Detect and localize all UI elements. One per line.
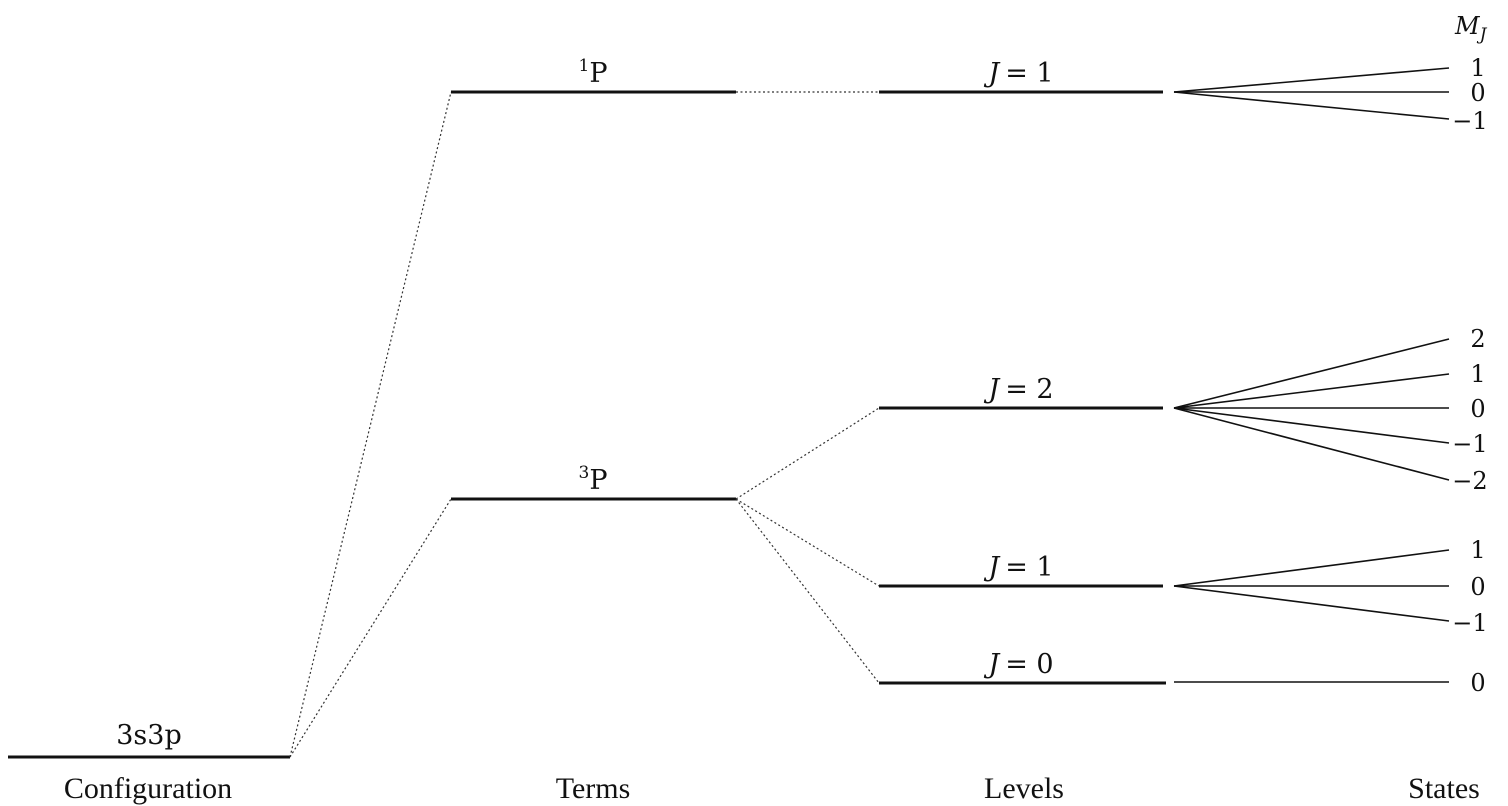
level-triplet-j0-symbol: J [983,649,1001,680]
state-label-triplet-j2-zero: 0 [1470,395,1485,423]
state-line-singlet-j1-minus1 [1173,91,1450,120]
level-singlet-j1-relation: = 1 [1005,58,1053,89]
configuration-label: 3s3p [116,720,182,751]
state-line-triplet-j1-plus1 [1173,549,1450,587]
column-label-configuration: Configuration [64,772,232,805]
state-label-triplet-j1-plus1: 1 [1470,536,1485,564]
states-header-mj: MJ [1454,12,1488,45]
column-label-levels: Levels [984,772,1064,805]
state-line-triplet-j1-minus1 [1173,585,1450,622]
state-line-triplet-j2-plus2 [1173,338,1450,409]
states-header-subscript: J [1477,25,1488,45]
term-1P-label: 1P [579,56,608,89]
state-label-singlet-j1-zero: 0 [1470,79,1485,107]
connector-config-to-3P [289,498,452,758]
term-3P-multiplicity: 3 [579,463,590,483]
term-3P-letter: P [589,465,607,496]
level-triplet-j0-label: J= 0 [983,649,1053,680]
states-header-symbol: M [1454,12,1481,40]
connector-3P-to-J2 [735,407,880,500]
state-label-triplet-j2-minus1: −1 [1452,430,1487,458]
state-label-triplet-j1-minus1: −1 [1452,609,1487,637]
state-label-triplet-j0-zero: 0 [1470,669,1485,697]
term-1P-multiplicity: 1 [579,56,590,76]
state-line-triplet-j2-minus1 [1173,407,1450,444]
level-triplet-j1-relation: = 1 [1005,552,1053,583]
column-label-terms: Terms [556,772,631,805]
state-label-triplet-j1-zero: 0 [1470,573,1485,601]
connector-3P-to-J0 [735,498,880,684]
state-line-singlet-j1-plus1 [1173,67,1450,93]
level-singlet-j1-label: J= 1 [983,58,1053,89]
state-label-triplet-j2-minus2: −2 [1452,467,1487,495]
state-line-triplet-j2-plus1 [1173,373,1450,409]
state-line-triplet-j2-minus2 [1173,407,1450,481]
level-triplet-j2-symbol: J [983,374,1001,405]
level-triplet-j2-relation: = 2 [1005,374,1053,405]
column-label-states: States [1408,772,1480,805]
state-label-singlet-j1-minus1: −1 [1452,107,1487,135]
term-1P-letter: P [589,58,607,89]
level-triplet-j0-relation: = 0 [1005,649,1053,680]
state-label-triplet-j2-plus1: 1 [1470,360,1485,388]
level-triplet-j2-label: J= 2 [983,374,1053,405]
connector-config-to-1P [289,91,452,758]
level-triplet-j1-label: J= 1 [983,552,1053,583]
state-label-triplet-j2-plus2: 2 [1470,325,1485,353]
state-label-singlet-j1-plus1: 1 [1470,54,1485,82]
level-singlet-j1-symbol: J [983,58,1001,89]
term-3P-label: 3P [579,463,608,496]
level-triplet-j1-symbol: J [983,552,1001,583]
connector-3P-to-J1 [735,498,880,587]
